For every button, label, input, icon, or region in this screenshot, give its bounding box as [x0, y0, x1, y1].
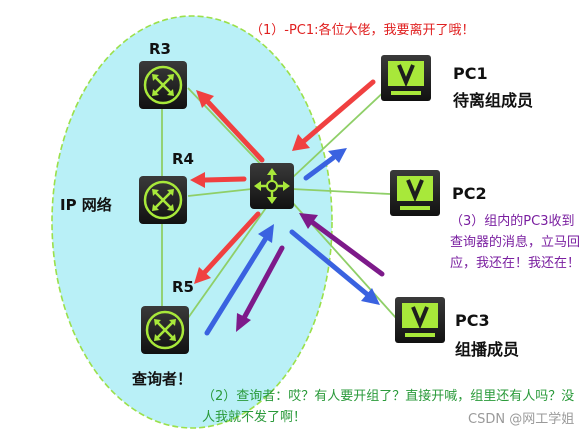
pc1-monitor-icon — [381, 55, 431, 101]
arrow-switch-to-pc3 — [289, 229, 380, 305]
arrow-pc3-to-switch — [299, 213, 385, 277]
ip-network-label: IP 网络 — [60, 196, 112, 214]
querier-label: 查询者！ — [132, 370, 193, 388]
pc2-monitor-icon — [390, 170, 440, 216]
pc3-role: 组播成员 — [455, 340, 520, 359]
arrow-r5-to-switch — [204, 224, 274, 336]
ip-network-area — [51, 15, 333, 429]
report-message-arrows — [236, 213, 385, 332]
router-r5-icon — [141, 306, 189, 354]
arrow-switch-to-r5 — [194, 211, 261, 284]
pc1-role: 待离组成员 — [453, 91, 534, 110]
pc3-monitor-icon — [395, 297, 445, 343]
arrow-switch-to-r4 — [190, 172, 247, 188]
arrow-switch-to-r5-report — [236, 245, 285, 332]
pc1-name: PC1 — [453, 64, 488, 83]
pc3-name: PC3 — [455, 311, 490, 330]
multilayer-switch-icon — [250, 163, 294, 209]
arrow-switch-to-pc1 — [303, 148, 347, 181]
router-r5-label: R5 — [172, 278, 194, 296]
csdn-watermark: CSDN @网工学姐 — [468, 412, 575, 427]
router-r4-icon — [139, 176, 187, 224]
pc2-name: PC2 — [452, 184, 487, 203]
router-r3-label: R3 — [149, 40, 171, 58]
query-message-arrows — [204, 148, 380, 336]
router-r3-icon — [139, 61, 187, 109]
leave-message-arrows — [190, 79, 376, 284]
note-pc3-reply: （3）组内的PC3收到查询器的消息，立马回应，我还在！我还在！ — [450, 214, 581, 271]
arrow-pc1-to-switch — [292, 79, 376, 151]
router-r4-label: R4 — [172, 150, 194, 168]
caption-pc1-leave: （1）-PC1:各位大佬，我要离开了哦！ — [250, 23, 475, 38]
arrow-switch-to-r3 — [196, 90, 265, 163]
note-querier-query: （2）查询者：哎？有人要开组了？直接开喊，组里还有人吗？没人我就不发了啊！ — [202, 389, 575, 425]
